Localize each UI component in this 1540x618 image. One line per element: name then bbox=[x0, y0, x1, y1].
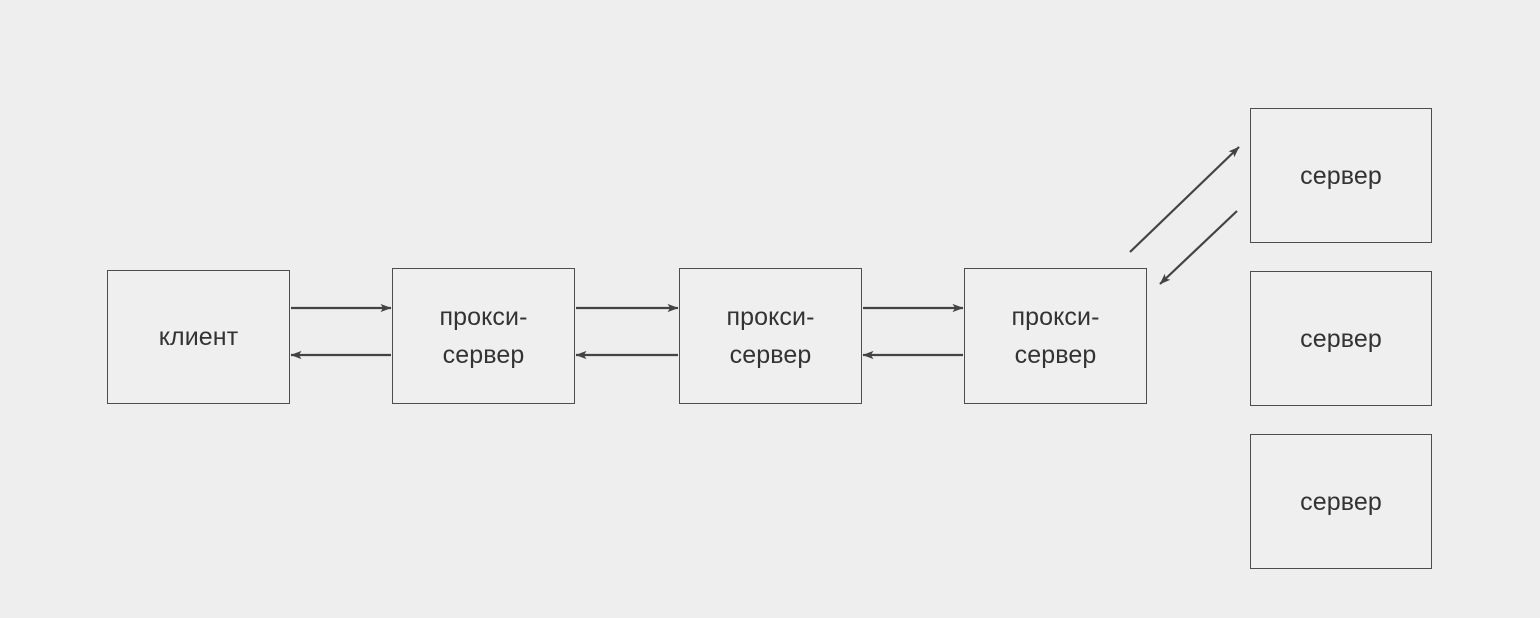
node-proxy-server-3-label: прокси- сервер bbox=[1011, 303, 1100, 369]
node-proxy-server-2[interactable]: прокси- сервер bbox=[679, 268, 862, 404]
node-server-1[interactable]: сервер bbox=[1250, 108, 1432, 243]
node-proxy-server-1-label: прокси- сервер bbox=[439, 303, 528, 369]
node-proxy-server-2-label: прокси- сервер bbox=[726, 303, 815, 369]
node-server-2-label: сервер bbox=[1300, 324, 1382, 353]
node-server-3-label: сервер bbox=[1300, 487, 1382, 516]
node-server-2[interactable]: сервер bbox=[1250, 271, 1432, 406]
arrow-proxy3-to-server1 bbox=[1129, 146, 1240, 253]
node-proxy-server-3[interactable]: прокси- сервер bbox=[964, 268, 1147, 404]
node-client[interactable]: клиент bbox=[107, 270, 290, 404]
node-server-1-label: сервер bbox=[1300, 161, 1382, 190]
node-proxy-server-1[interactable]: прокси- сервер bbox=[392, 268, 575, 404]
arrow-server1-to-proxy3 bbox=[1159, 210, 1238, 285]
node-server-3[interactable]: сервер bbox=[1250, 434, 1432, 569]
node-client-label: клиент bbox=[158, 323, 239, 351]
